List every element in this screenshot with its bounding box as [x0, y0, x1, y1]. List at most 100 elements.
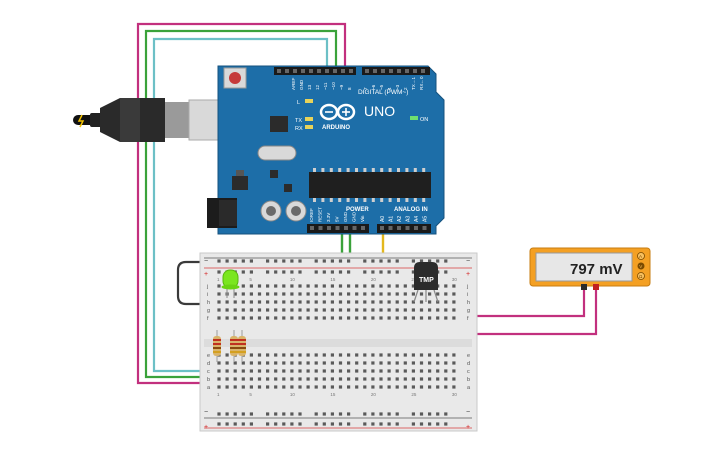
breadboard-hole[interactable] — [282, 377, 286, 381]
breadboard-hole[interactable] — [266, 353, 270, 357]
breadboard-hole[interactable] — [347, 259, 351, 263]
breadboard-hole[interactable] — [355, 361, 359, 365]
breadboard-hole[interactable] — [371, 316, 375, 320]
breadboard-hole[interactable] — [436, 412, 440, 416]
breadboard-hole[interactable] — [217, 385, 221, 389]
breadboard-hole[interactable] — [233, 385, 237, 389]
header-pin[interactable] — [352, 226, 357, 230]
breadboard-hole[interactable] — [249, 308, 253, 312]
breadboard-hole[interactable] — [290, 259, 294, 263]
breadboard-hole[interactable] — [371, 361, 375, 365]
breadboard-hole[interactable] — [338, 377, 343, 381]
breadboard-hole[interactable] — [395, 369, 399, 373]
breadboard-hole[interactable] — [298, 412, 302, 416]
breadboard-hole[interactable] — [330, 369, 334, 373]
breadboard-hole[interactable] — [217, 316, 221, 320]
breadboard-hole[interactable] — [444, 361, 448, 365]
header-pin[interactable] — [380, 226, 384, 230]
probe-com[interactable] — [581, 284, 587, 290]
breadboard-hole[interactable] — [233, 422, 237, 426]
breadboard-hole[interactable] — [241, 385, 245, 389]
breadboard-hole[interactable] — [217, 292, 221, 296]
breadboard-hole[interactable] — [395, 259, 399, 263]
breadboard-hole[interactable] — [387, 385, 391, 389]
breadboard-hole[interactable] — [419, 422, 424, 426]
breadboard-hole[interactable] — [436, 361, 440, 365]
breadboard-hole[interactable] — [419, 300, 424, 304]
breadboard-hole[interactable] — [290, 412, 294, 416]
breadboard-hole[interactable] — [330, 292, 334, 296]
breadboard-hole[interactable] — [233, 292, 237, 296]
breadboard-hole[interactable] — [395, 353, 399, 357]
breadboard-hole[interactable] — [314, 353, 318, 357]
breadboard-hole[interactable] — [282, 308, 286, 312]
header-pin[interactable] — [309, 69, 313, 73]
breadboard-hole[interactable] — [282, 412, 286, 416]
breadboard-hole[interactable] — [298, 292, 302, 296]
resistor-2[interactable] — [230, 330, 238, 362]
header-pin[interactable] — [365, 69, 369, 73]
header-pin[interactable] — [361, 226, 365, 230]
breadboard-hole[interactable] — [249, 300, 253, 304]
breadboard-hole[interactable] — [298, 284, 302, 288]
breadboard-hole[interactable] — [298, 422, 302, 426]
header-pin[interactable] — [413, 69, 417, 73]
breadboard-hole[interactable] — [241, 308, 245, 312]
breadboard-hole[interactable] — [282, 292, 286, 296]
breadboard-hole[interactable] — [266, 422, 270, 426]
multimeter[interactable]: 797 mV A V Ω — [529, 247, 651, 290]
breadboard-hole[interactable] — [371, 308, 375, 312]
breadboard-hole[interactable] — [274, 422, 278, 426]
breadboard-hole[interactable] — [282, 259, 286, 263]
breadboard-hole[interactable] — [257, 292, 262, 296]
breadboard-hole[interactable] — [403, 308, 407, 312]
breadboard-hole[interactable] — [241, 259, 245, 263]
breadboard-hole[interactable] — [314, 308, 318, 312]
breadboard-hole[interactable] — [314, 369, 318, 373]
breadboard-hole[interactable] — [233, 300, 237, 304]
breadboard-hole[interactable] — [371, 412, 375, 416]
breadboard-hole[interactable] — [225, 385, 229, 389]
breadboard-hole[interactable] — [428, 361, 432, 365]
breadboard-hole[interactable] — [379, 422, 383, 426]
breadboard-hole[interactable] — [379, 259, 383, 263]
breadboard-hole[interactable] — [298, 300, 302, 304]
breadboard-hole[interactable] — [371, 292, 375, 296]
breadboard-hole[interactable] — [428, 308, 432, 312]
breadboard-hole[interactable] — [411, 270, 415, 274]
breadboard-hole[interactable] — [217, 270, 221, 274]
breadboard-hole[interactable] — [347, 353, 351, 357]
header-pin[interactable] — [341, 69, 345, 73]
breadboard-hole[interactable] — [257, 284, 262, 288]
breadboard-hole[interactable] — [266, 270, 270, 274]
breadboard-hole[interactable] — [225, 377, 229, 381]
breadboard-hole[interactable] — [266, 292, 270, 296]
breadboard-hole[interactable] — [306, 353, 310, 357]
breadboard-hole[interactable] — [436, 353, 440, 357]
breadboard-hole[interactable] — [306, 308, 310, 312]
header-pin[interactable] — [344, 226, 348, 230]
breadboard-hole[interactable] — [330, 300, 334, 304]
breadboard-hole[interactable] — [266, 377, 270, 381]
breadboard-hole[interactable] — [379, 270, 383, 274]
breadboard-hole[interactable] — [387, 259, 391, 263]
breadboard-hole[interactable] — [436, 316, 440, 320]
breadboard-hole[interactable] — [314, 316, 318, 320]
breadboard-hole[interactable] — [298, 270, 302, 274]
breadboard-hole[interactable] — [274, 316, 278, 320]
breadboard-hole[interactable] — [290, 270, 294, 274]
breadboard-hole[interactable] — [395, 292, 399, 296]
breadboard-hole[interactable] — [419, 412, 424, 416]
breadboard-hole[interactable] — [444, 316, 448, 320]
breadboard-hole[interactable] — [257, 385, 262, 389]
breadboard-hole[interactable] — [436, 377, 440, 381]
header-pin[interactable] — [373, 69, 377, 73]
breadboard-hole[interactable] — [290, 385, 294, 389]
resistor-1[interactable] — [213, 330, 221, 362]
breadboard-hole[interactable] — [330, 412, 334, 416]
breadboard-hole[interactable] — [257, 308, 262, 312]
breadboard-hole[interactable] — [347, 316, 351, 320]
breadboard-hole[interactable] — [379, 369, 383, 373]
